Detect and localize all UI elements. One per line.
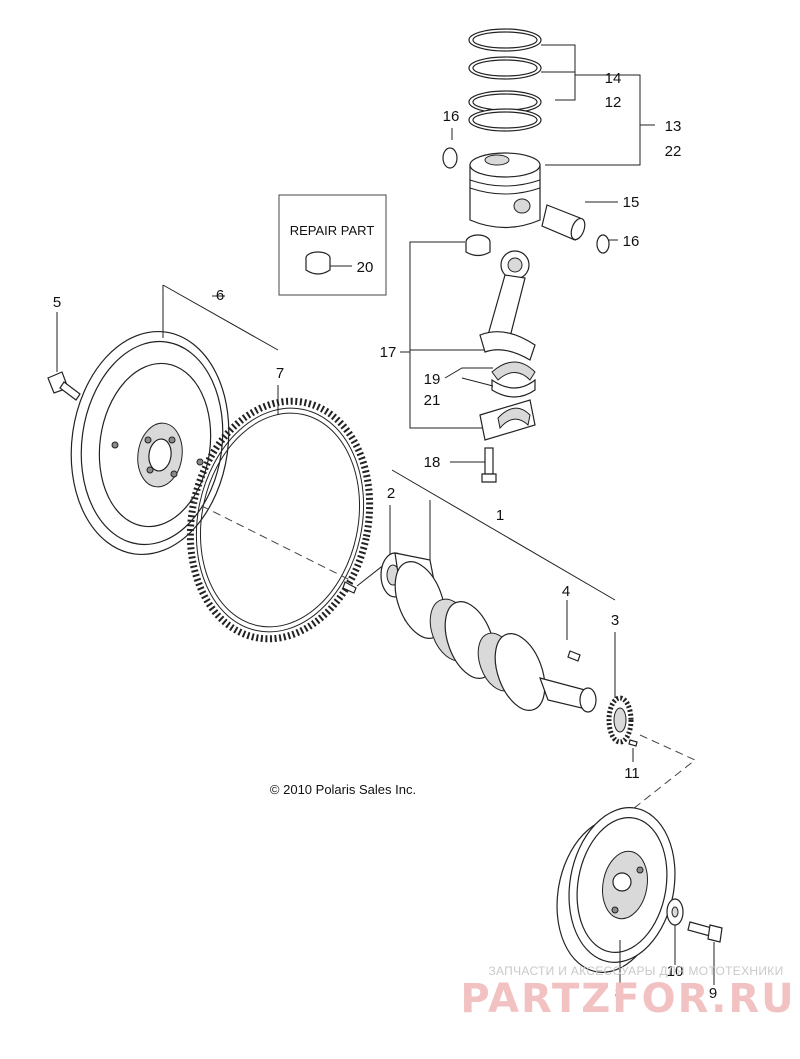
callout-1: 1 <box>496 507 504 524</box>
center-line-flywheel <box>189 499 351 581</box>
callout-6: 6 <box>216 287 224 304</box>
repair-part-box <box>278 194 387 296</box>
crank-gear <box>606 632 634 745</box>
copyright-notice: © 2010 Polaris Sales Inc. <box>270 782 416 797</box>
rod-bolt <box>450 447 497 483</box>
center-line-pulley <box>599 734 696 836</box>
callout-19: 19 <box>424 371 441 388</box>
circlip-right <box>596 234 618 254</box>
callout-20: 20 <box>357 259 374 276</box>
callout-13: 13 <box>665 118 682 135</box>
piston <box>469 152 541 229</box>
callout-17: 17 <box>380 344 397 361</box>
pulley-key <box>628 739 638 762</box>
ring-leader-lines <box>541 44 655 166</box>
callout-10: 10 <box>667 963 684 980</box>
callout-16-left: 16 <box>443 108 460 125</box>
flywheel-bolt <box>47 312 81 401</box>
callout-21: 21 <box>424 392 441 409</box>
circlip-left <box>442 128 458 169</box>
callout-8: 8 <box>615 985 623 1002</box>
pulley-bolt <box>687 921 723 985</box>
callout-14: 14 <box>605 70 622 87</box>
callout-22: 22 <box>665 143 682 160</box>
rod-cap <box>479 399 536 441</box>
repair-part-title: REPAIR PART <box>290 223 375 238</box>
connecting-rod <box>465 234 536 361</box>
flywheel <box>70 330 230 556</box>
callout-7: 7 <box>276 365 284 382</box>
callout-11: 11 <box>624 765 640 782</box>
callout-2: 2 <box>387 485 395 502</box>
piston-rings <box>468 28 542 132</box>
callout-16-right: 16 <box>623 233 640 250</box>
watermark-brand: PARTZFOR.RU <box>460 976 795 1022</box>
crank-key <box>566 600 581 662</box>
crank-pulley <box>556 807 676 985</box>
callout-15: 15 <box>623 194 640 211</box>
callout-5: 5 <box>53 294 61 311</box>
watermark-tagline: ЗАПЧАСТИ И АКСЕССУАРЫ ДЛЯ МОТОТЕХНИКИ <box>488 964 783 978</box>
flywheel-leader-lines <box>162 284 279 351</box>
callout-12: 12 <box>605 94 622 111</box>
crankshaft <box>380 469 616 713</box>
callout-3: 3 <box>611 612 619 629</box>
rod-leader-lines <box>400 241 495 429</box>
rod-bearings <box>444 361 536 398</box>
callout-18: 18 <box>424 454 441 471</box>
pulley-washer <box>666 898 684 965</box>
callout-9: 9 <box>709 985 717 1002</box>
callout-4: 4 <box>562 583 570 600</box>
piston-pin <box>541 201 618 241</box>
